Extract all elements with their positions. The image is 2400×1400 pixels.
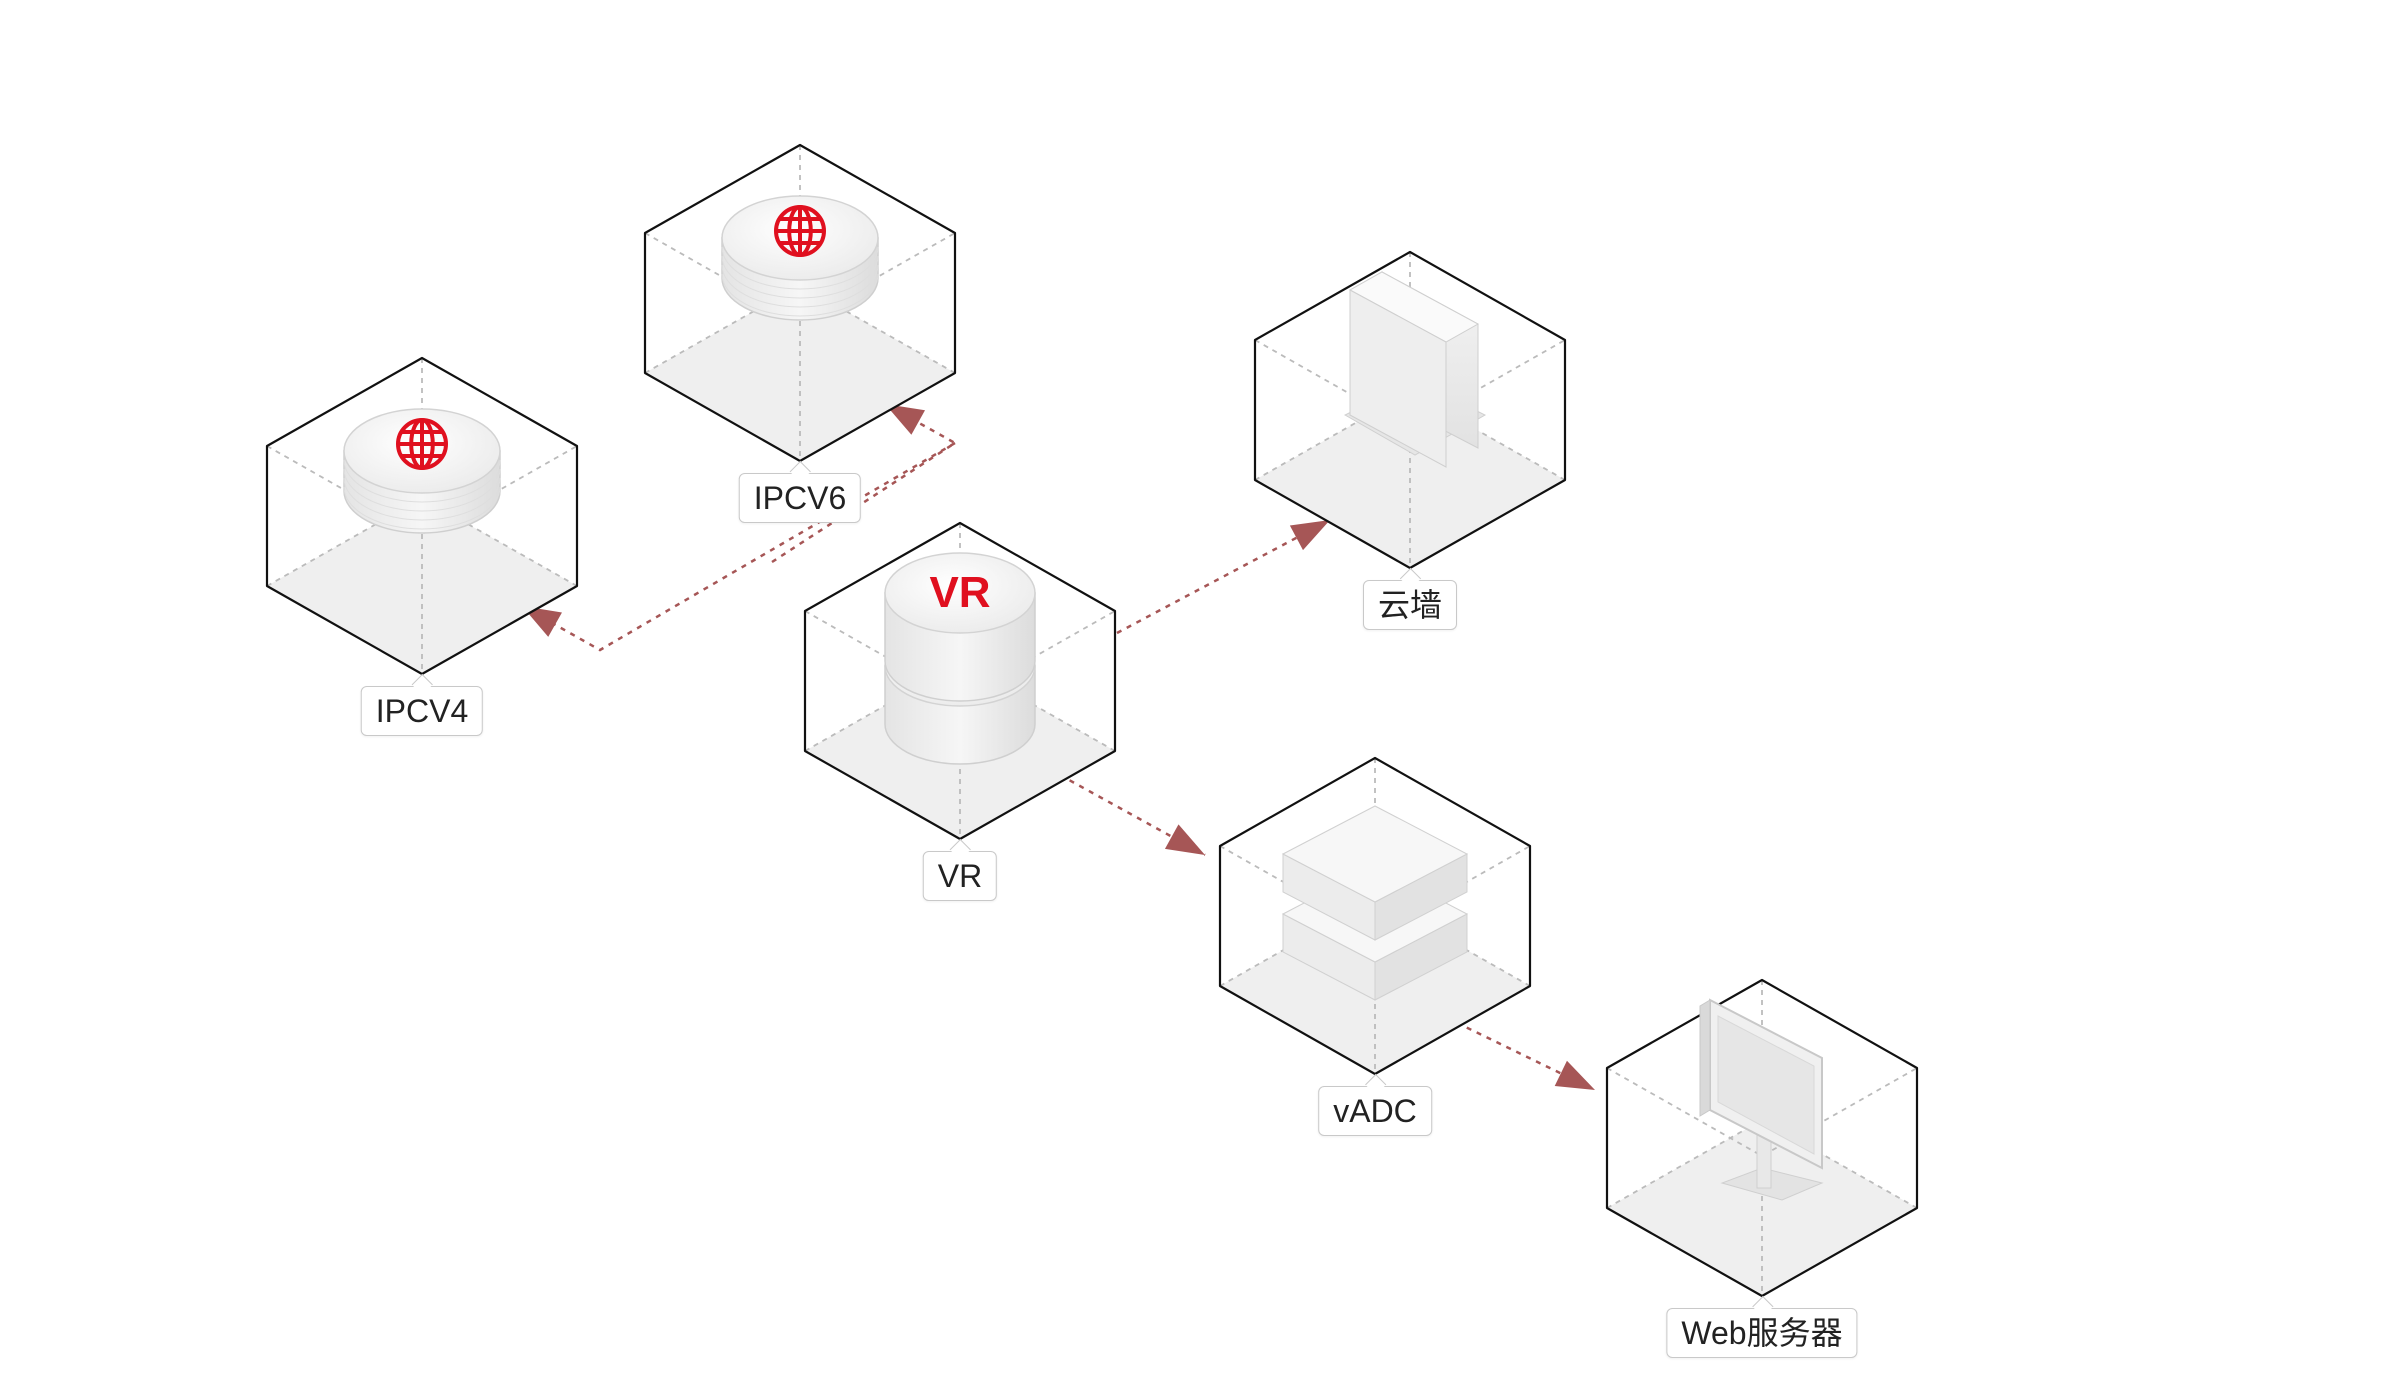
node-label-ipcv6[interactable]: IPCV6 <box>738 473 862 523</box>
vr-logo-text: VR <box>929 568 990 617</box>
link-vr-yunqiang[interactable] <box>1116 518 1331 635</box>
links-layer <box>521 402 1596 1092</box>
node-label-vr[interactable]: VR <box>922 851 998 901</box>
node-label-yunqiang[interactable]: 云墙 <box>1362 580 1458 630</box>
globe-icon <box>774 205 826 257</box>
node-vadc[interactable] <box>1218 756 1532 1076</box>
firewall-tower-icon <box>1343 271 1487 468</box>
link-vr-vadc-arrowhead <box>1164 824 1205 855</box>
node-yunqiang[interactable] <box>1253 250 1567 570</box>
monitor-icon <box>1699 998 1824 1201</box>
node-label-ipcv4[interactable]: IPCV4 <box>360 686 484 736</box>
nodes-layer: VR <box>265 143 1919 1298</box>
globe-icon <box>396 418 448 470</box>
node-vr[interactable]: VR <box>803 521 1117 841</box>
link-vr-vadc[interactable] <box>1059 773 1206 857</box>
globe-disk-icon <box>721 195 879 321</box>
node-label-web[interactable]: Web服务器 <box>1666 1308 1858 1358</box>
link-vr-yunqiang-line <box>1116 518 1331 635</box>
router-upper-disk <box>884 552 1036 702</box>
link-vadc-web-arrowhead <box>1554 1060 1595 1090</box>
vr-router-icon: VR <box>884 552 1036 765</box>
link-vr-ipcv4-arrowhead <box>522 606 562 637</box>
link-vadc-web[interactable] <box>1446 1016 1596 1092</box>
link-vr-ipcv6[interactable] <box>771 402 958 564</box>
stacked-box-icon <box>1281 805 1469 1001</box>
link-vr-ipcv6-arrowhead <box>885 404 926 435</box>
node-web[interactable] <box>1605 978 1919 1298</box>
link-vr-yunqiang-arrowhead <box>1289 520 1330 551</box>
node-label-vadc[interactable]: vADC <box>1318 1086 1432 1136</box>
node-ipcv4[interactable] <box>265 356 579 676</box>
